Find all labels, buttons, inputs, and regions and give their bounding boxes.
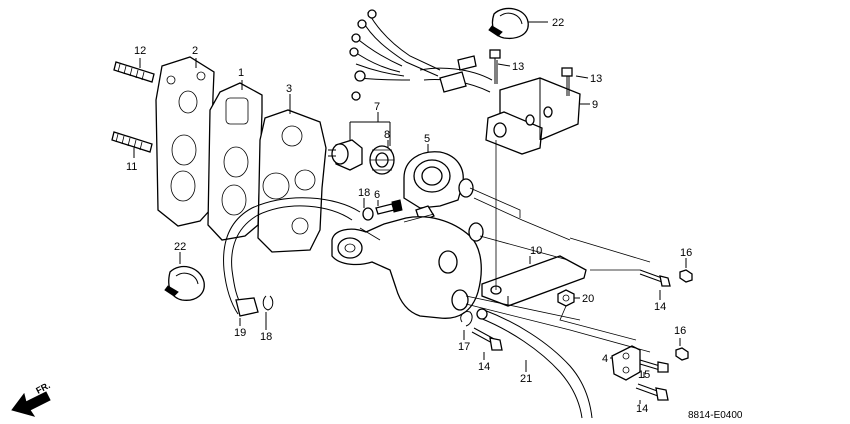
callout-11: 11 <box>126 161 137 173</box>
callout-10: 10 <box>530 245 542 257</box>
callout-8: 8 <box>384 129 390 141</box>
bolt-14-upper <box>639 269 671 287</box>
callout-4: 4 <box>602 353 608 365</box>
callout-12: 12 <box>134 45 146 57</box>
callout-6: 6 <box>374 189 380 201</box>
hose-21 <box>476 308 593 419</box>
callout-14-lower: 14 <box>636 403 648 415</box>
nut-16-lower <box>675 347 689 361</box>
bolt-15 <box>639 359 669 373</box>
stud-11 <box>111 131 153 153</box>
gasket-2 <box>155 56 215 227</box>
bolt-13-left <box>489 49 501 84</box>
callout-3: 3 <box>286 83 292 95</box>
thermostat-seal-8 <box>369 145 395 175</box>
callout-7: 7 <box>374 101 380 113</box>
stud-12 <box>113 61 155 83</box>
callout-19: 19 <box>234 327 246 339</box>
callout-14-upper: 14 <box>654 301 666 313</box>
callout-18-lower: 18 <box>260 331 272 343</box>
callout-15: 15 <box>638 369 650 381</box>
direction-label: FR. <box>34 380 51 396</box>
callout-16-upper: 16 <box>680 247 692 259</box>
callout-2: 2 <box>192 45 198 57</box>
callout-17: 17 <box>458 341 470 353</box>
nut-16-upper <box>679 269 693 283</box>
callout-22-top: 22 <box>552 17 564 29</box>
callout-20: 20 <box>582 293 594 305</box>
thermostat-7 <box>328 139 363 171</box>
callout-5: 5 <box>424 133 430 145</box>
clamp-22-top <box>488 7 529 40</box>
callout-13-left: 13 <box>512 61 524 73</box>
bolt-14-middle <box>471 327 503 351</box>
callout-9: 9 <box>592 99 598 111</box>
clip-18-lower <box>262 295 274 311</box>
callout-21: 21 <box>520 373 532 385</box>
clamp-22-left <box>164 265 205 301</box>
bolt-14-lower <box>635 383 669 401</box>
bracket-4 <box>611 345 641 381</box>
callout-13-right: 13 <box>590 73 602 85</box>
leader-lines <box>133 21 687 404</box>
nut-20 <box>557 289 575 307</box>
washer-18 <box>362 207 374 221</box>
thermostat-housing-5 <box>403 151 474 223</box>
callout-14-middle: 14 <box>478 361 490 373</box>
gasket-1 <box>207 82 263 241</box>
drawing-code: 8814-E0400 <box>688 410 743 421</box>
exhaust-cover <box>331 216 484 319</box>
hose-19 <box>223 197 361 317</box>
bracket-9 <box>485 77 581 155</box>
screw-6 <box>375 199 403 215</box>
callout-18-upper: 18 <box>358 187 370 199</box>
callout-16-lower: 16 <box>674 325 686 337</box>
wire-harness <box>349 9 493 101</box>
callout-22-left: 22 <box>174 241 186 253</box>
gasket-3 <box>257 109 327 253</box>
callout-1: 1 <box>238 67 244 79</box>
bolt-13-right <box>561 67 573 96</box>
guide-lines <box>359 140 651 353</box>
clip-17 <box>460 311 473 327</box>
front-direction-arrow <box>11 391 51 417</box>
